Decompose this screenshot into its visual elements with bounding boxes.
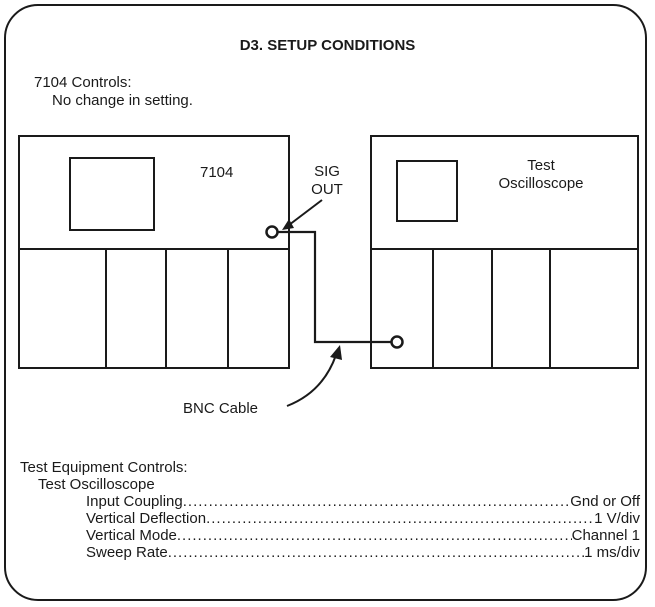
input-connector — [390, 335, 404, 349]
leader-dots: ........................................… — [206, 511, 594, 527]
setting-value: 1 ms/div — [584, 544, 640, 561]
bnc-cable-label: BNC Cable — [183, 400, 258, 417]
setting-value: Gnd or Off — [570, 493, 640, 510]
bnc-cable — [278, 230, 391, 344]
leader-dots: ........................................… — [176, 528, 572, 544]
cable-arrow — [286, 354, 337, 407]
left-instrument-body — [18, 135, 290, 369]
leader-dots: ........................................… — [167, 545, 585, 561]
sig-out-arrowhead — [282, 219, 294, 230]
equipment-subheading: Test Oscilloscope — [38, 476, 155, 493]
sig-out-label-line1: SIG — [314, 163, 340, 180]
page-title: D3. SETUP CONDITIONS — [239, 37, 416, 54]
right-instrument-body — [370, 135, 639, 369]
setting-name: Input Coupling — [86, 493, 183, 510]
right-instrument-label-line2: Oscilloscope — [498, 175, 583, 192]
page-frame — [4, 4, 647, 601]
sig-out-connector — [265, 225, 279, 239]
setting-row: Input Coupling .........................… — [86, 494, 640, 510]
setting-value: Channel 1 — [571, 527, 640, 544]
controls-heading: 7104 Controls: — [34, 74, 132, 91]
right-screen — [396, 160, 458, 222]
right-instrument — [370, 135, 639, 369]
controls-note: No change in setting. — [52, 92, 193, 109]
sig-out-label-line2: OUT — [311, 181, 343, 198]
setting-value: 1 V/div — [594, 510, 640, 527]
right-instrument-label-line1: Test — [527, 157, 555, 174]
setting-name: Sweep Rate — [86, 544, 168, 561]
cable-arrowhead — [330, 345, 342, 360]
left-screen — [69, 157, 155, 231]
setting-name: Vertical Deflection — [86, 510, 207, 527]
setting-row: Vertical Deflection ....................… — [86, 511, 640, 527]
setting-row: Sweep Rate .............................… — [86, 545, 640, 561]
leader-dots: ........................................… — [182, 494, 571, 510]
setting-row: Vertical Mode ..........................… — [86, 528, 640, 544]
setting-name: Vertical Mode — [86, 527, 177, 544]
left-instrument — [18, 135, 290, 369]
sig-out-arrow — [288, 199, 323, 226]
equipment-heading: Test Equipment Controls: — [20, 459, 188, 476]
left-instrument-label: 7104 — [200, 164, 233, 181]
